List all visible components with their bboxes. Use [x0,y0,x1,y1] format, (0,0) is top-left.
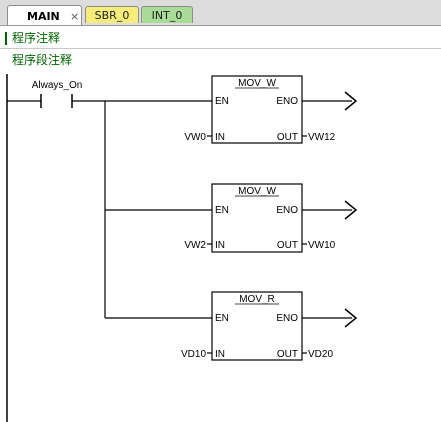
tab-main[interactable]: MAIN × [7,5,82,25]
block-title: MOV_W [238,78,276,89]
block-title: MOV_R [239,294,275,305]
program-comment-text: 程序注释 [12,31,61,45]
in-operand[interactable]: VW2 [184,240,206,251]
contact-label: Always_On [32,80,83,91]
tab-int-0-label: INT_0 [151,9,183,22]
divider [0,48,441,49]
output-arrow-icon [344,91,358,111]
tab-int-0[interactable]: INT_0 [141,6,193,23]
en-pin-label: EN [215,205,229,216]
out-pin-label: OUT [277,349,298,360]
mov-w-block-1[interactable]: MOV_W EN ENO IN OUT VW0 VW12 [184,75,358,144]
en-pin-label: EN [215,313,229,324]
block-box [211,183,303,253]
network-comment-text: 程序段注释 [12,53,73,67]
block-box [211,291,303,361]
in-pin-label: IN [215,132,225,143]
block-box [211,75,303,144]
in-pin-label: IN [215,240,225,251]
out-operand[interactable]: VW10 [308,240,336,251]
out-pin-label: OUT [277,132,298,143]
network-comment[interactable]: 程序段注释 [0,51,441,69]
block-title: MOV_W [238,186,276,197]
in-pin-label: IN [215,349,225,360]
close-icon[interactable]: × [70,10,80,23]
editor-tab-bar: MAIN × SBR_0 INT_0 [0,0,441,26]
output-arrow-icon [344,200,358,220]
program-comment[interactable]: 程序注释 [0,29,441,47]
output-arrow-icon [344,308,358,328]
en-pin-label: EN [215,96,229,107]
eno-pin-label: ENO [276,96,298,107]
tab-main-label: MAIN [27,10,60,23]
tab-sbr-0-label: SBR_0 [94,9,130,22]
in-operand[interactable]: VD10 [181,349,206,360]
eno-pin-label: ENO [276,313,298,324]
out-pin-label: OUT [277,240,298,251]
out-operand[interactable]: VD20 [308,349,333,360]
contact-always-on[interactable]: Always_On [7,80,82,108]
in-operand[interactable]: VW0 [184,132,206,143]
out-operand[interactable]: VW12 [308,132,336,143]
comment-marker [5,32,7,45]
mov-w-block-2[interactable]: MOV_W EN ENO IN OUT VW2 VW10 [184,183,358,253]
tab-sbr-0[interactable]: SBR_0 [85,6,139,23]
mov-r-block[interactable]: MOV_R EN ENO IN OUT VD10 VD20 [181,291,358,361]
eno-pin-label: ENO [276,205,298,216]
